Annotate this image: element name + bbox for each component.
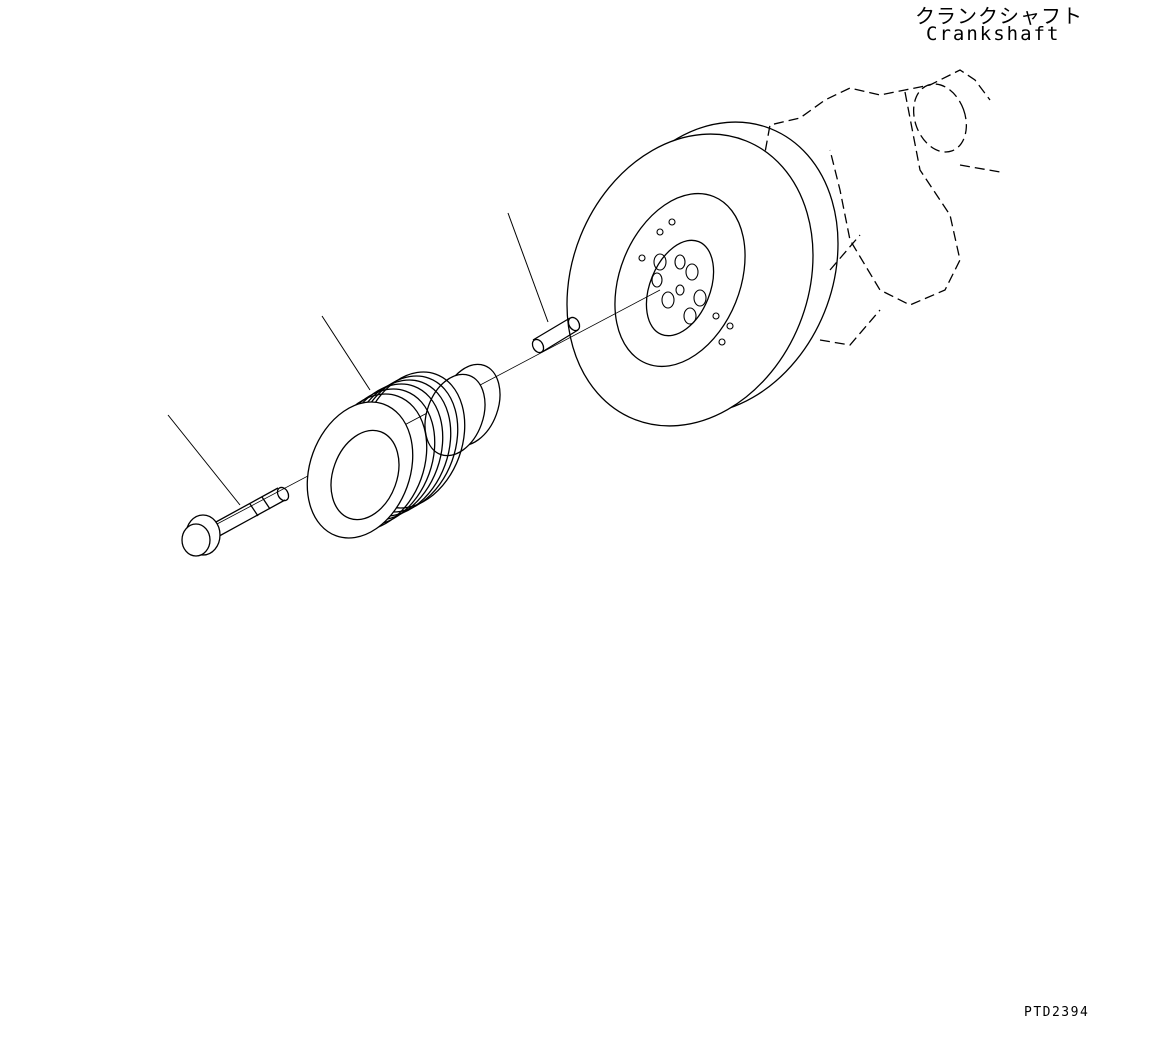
bolt-holes bbox=[638, 218, 734, 346]
crankshaft-label: Crankshaft bbox=[926, 23, 1061, 45]
leader-lines bbox=[167, 212, 549, 506]
crankshaft-phantom bbox=[759, 69, 1001, 346]
crankshaft-label-japanese: クランクシャフト bbox=[915, 4, 1083, 28]
crankshaft-damper bbox=[566, 121, 839, 427]
pulley bbox=[306, 363, 501, 539]
dowel-pin bbox=[531, 316, 581, 354]
drawing-code: PTD2394 bbox=[1024, 1005, 1090, 1020]
bolt bbox=[181, 486, 290, 557]
